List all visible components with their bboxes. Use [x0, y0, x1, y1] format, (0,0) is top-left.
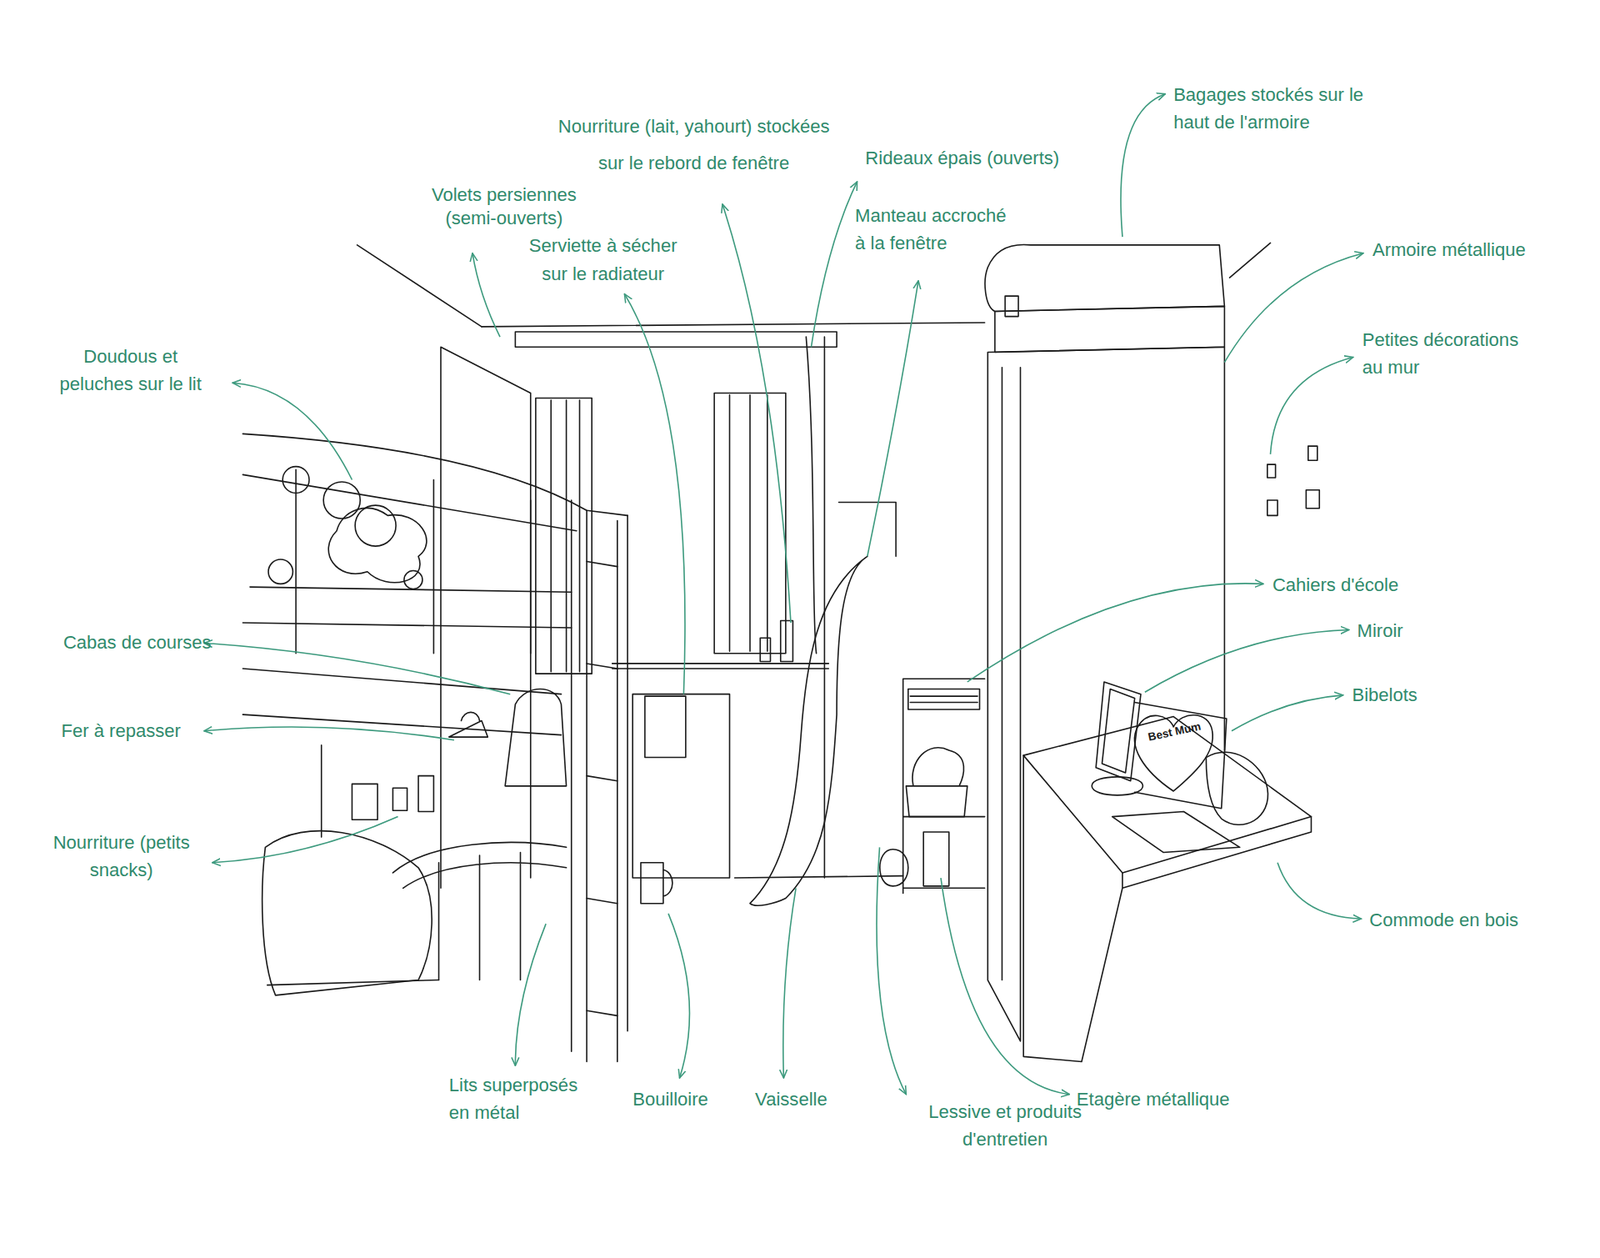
callout-label: Armoire métallique	[1372, 236, 1526, 265]
coat-shape	[750, 555, 868, 905]
leader-line	[1224, 253, 1364, 363]
heart-inscription: Best Mum	[1146, 719, 1202, 743]
callout-label: Rideaux épais (ouverts)	[865, 145, 1060, 173]
callout-label: Miroir	[1357, 617, 1404, 645]
leader-line	[1277, 862, 1361, 919]
leader-line	[783, 887, 796, 1078]
leader-line	[1145, 630, 1350, 693]
callout-label: Doudous et peluches sur le lit	[49, 342, 213, 398]
leader-line	[876, 846, 906, 1094]
basket	[905, 747, 967, 817]
leader-line	[967, 583, 1264, 682]
detergent	[880, 831, 950, 886]
chest-top	[1023, 716, 1311, 873]
heart	[1135, 715, 1214, 791]
leader-line	[472, 253, 500, 337]
window-sill	[612, 663, 830, 669]
callout-label: Etagère métallique	[1076, 1085, 1230, 1114]
iron	[449, 711, 489, 737]
leader-line	[232, 382, 352, 480]
plush	[323, 481, 360, 519]
luggage	[985, 244, 1225, 311]
bed-base	[242, 668, 561, 735]
callout-label: Bagages stockés sur le haut de l'armoire	[1173, 81, 1378, 137]
plush	[355, 505, 396, 546]
shutter	[535, 398, 592, 675]
blanket	[262, 830, 432, 995]
ladder-rung	[586, 560, 618, 1015]
leader-line	[940, 877, 1070, 1095]
notebooks	[908, 689, 980, 710]
shutter	[714, 392, 786, 653]
floor-line	[267, 980, 440, 985]
callout-label: Lessive et produits d'entretien	[918, 1098, 1092, 1154]
wardrobe	[985, 244, 1225, 1041]
coat	[750, 501, 896, 905]
window-lintel	[515, 331, 837, 347]
coat-hook	[839, 501, 897, 556]
leader-line	[1120, 94, 1165, 237]
decoration	[1267, 445, 1320, 515]
callout-label: Nourriture (lait, yahourt) stockées sur …	[550, 108, 837, 182]
leader-line	[668, 913, 690, 1078]
plush	[404, 570, 423, 589]
callout-label: Bibelots	[1351, 681, 1417, 710]
radiator	[632, 694, 730, 878]
bed-post	[571, 500, 628, 1061]
callout-label: Petites décorations au mur	[1362, 326, 1536, 382]
ceiling-line	[357, 245, 482, 327]
callout-label: Serviette à sécher sur le radiateur	[525, 232, 681, 288]
leader-line	[624, 294, 685, 695]
callout-label: Bouilloire	[632, 1085, 709, 1114]
luggage	[995, 295, 1225, 352]
callout-label: Fer à repasser	[60, 717, 180, 745]
leader-line	[204, 726, 455, 740]
ceiling-line	[1230, 242, 1271, 278]
leader-line	[867, 280, 919, 557]
trinket	[1205, 751, 1268, 825]
wall-top	[481, 322, 985, 327]
leader-line	[1270, 357, 1353, 455]
metal-shelf	[880, 678, 985, 893]
window	[440, 331, 837, 888]
shelf-frame	[903, 678, 985, 893]
room-walls	[357, 242, 1271, 878]
bed-post	[320, 745, 323, 837]
callout-label: Vaisselle	[755, 1085, 828, 1114]
window-casement	[440, 346, 531, 888]
bunk-bed	[242, 433, 673, 1061]
mirror	[1095, 681, 1141, 781]
rail-bar	[295, 469, 531, 653]
callout-label: Commode en bois	[1369, 905, 1519, 934]
callout-label: Manteau accroché à la fenêtre	[855, 201, 1009, 257]
callout-label: Lits superposés en métal	[449, 1071, 590, 1127]
leader-lines	[204, 94, 1364, 1095]
leader-line	[212, 816, 399, 863]
leader-line	[810, 181, 857, 347]
callout-label: Cahiers d'école	[1272, 571, 1399, 600]
snacks	[351, 775, 434, 820]
wall-decorations	[1267, 445, 1320, 515]
kettle	[640, 862, 673, 904]
leader-line	[722, 204, 791, 623]
shopping-bag	[505, 689, 566, 786]
bed-rail	[242, 433, 628, 628]
callout-label: Cabas de courses	[63, 628, 212, 656]
chest-front	[1023, 755, 1311, 1061]
chest-of-drawers	[1023, 681, 1311, 1062]
callout-label: Nourriture (petits snacks)	[50, 828, 192, 884]
leader-line	[1231, 695, 1343, 731]
plush	[282, 466, 310, 494]
leader-line	[204, 642, 510, 694]
callout-label: Volets persiennes (semi-ouverts)	[426, 183, 582, 231]
food-items	[760, 620, 793, 661]
curtain	[805, 336, 825, 878]
picture-frame	[1135, 701, 1227, 808]
leader-line	[515, 923, 546, 1065]
lower-rail	[392, 842, 566, 980]
plush	[268, 559, 293, 584]
